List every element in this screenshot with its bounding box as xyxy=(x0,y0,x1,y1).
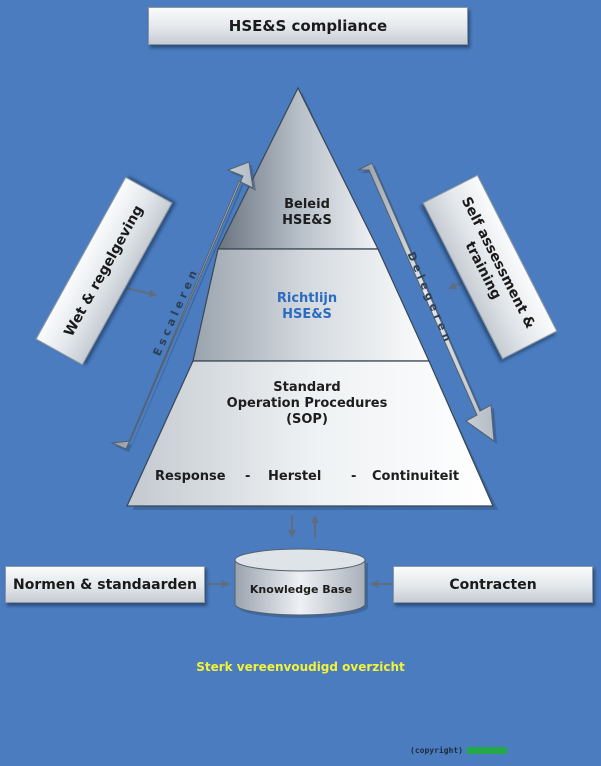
sop-line-standard: Standard xyxy=(273,380,341,395)
beleid-line: Beleid xyxy=(284,197,330,212)
richtlijn-line: Richtlijn xyxy=(276,291,338,306)
sop-line-operation: Operation Procedures xyxy=(226,396,388,411)
wet-connector-arrow xyxy=(126,287,157,298)
contracten-box: Contracten xyxy=(393,566,593,603)
sop-line-abbrev: (SOP) xyxy=(286,412,328,427)
knowledge-base-label: Knowledge Base xyxy=(249,583,353,596)
dash-separator: - xyxy=(351,469,357,484)
footer-note: Sterk vereenvoudigd overzicht xyxy=(196,660,405,674)
delegeren-arrow xyxy=(357,162,497,444)
copyright-line: (copyright) xyxy=(410,746,507,755)
copyright-text: (copyright) xyxy=(410,746,463,755)
knowledge-base-cylinder xyxy=(234,548,368,618)
dash-separator: - xyxy=(245,469,251,484)
hses-line-top: HSE&S xyxy=(282,213,332,228)
escaleren-arrow xyxy=(110,161,256,452)
response-row: Response - Herstel - Continuiteit xyxy=(148,469,468,487)
copyright-logo-mark xyxy=(466,747,507,754)
response-label: Response xyxy=(155,469,226,484)
continuiteit-label: Continuiteit xyxy=(372,469,460,484)
pyramid-middle-label: Richtlijn HSE&S xyxy=(230,291,384,323)
title-box: HSE&S compliance xyxy=(148,7,468,45)
hses-line-middle: HSE&S xyxy=(282,307,332,322)
herstel-label: Herstel xyxy=(268,469,322,484)
pyramid-top-label: Beleid HSE&S xyxy=(240,197,374,229)
pyramid-bottom-layer xyxy=(126,360,494,507)
normen-standaarden-box: Normen & standaarden xyxy=(5,566,205,603)
pyramid-bottom-label: Standard Operation Procedures (SOP) xyxy=(190,380,424,428)
